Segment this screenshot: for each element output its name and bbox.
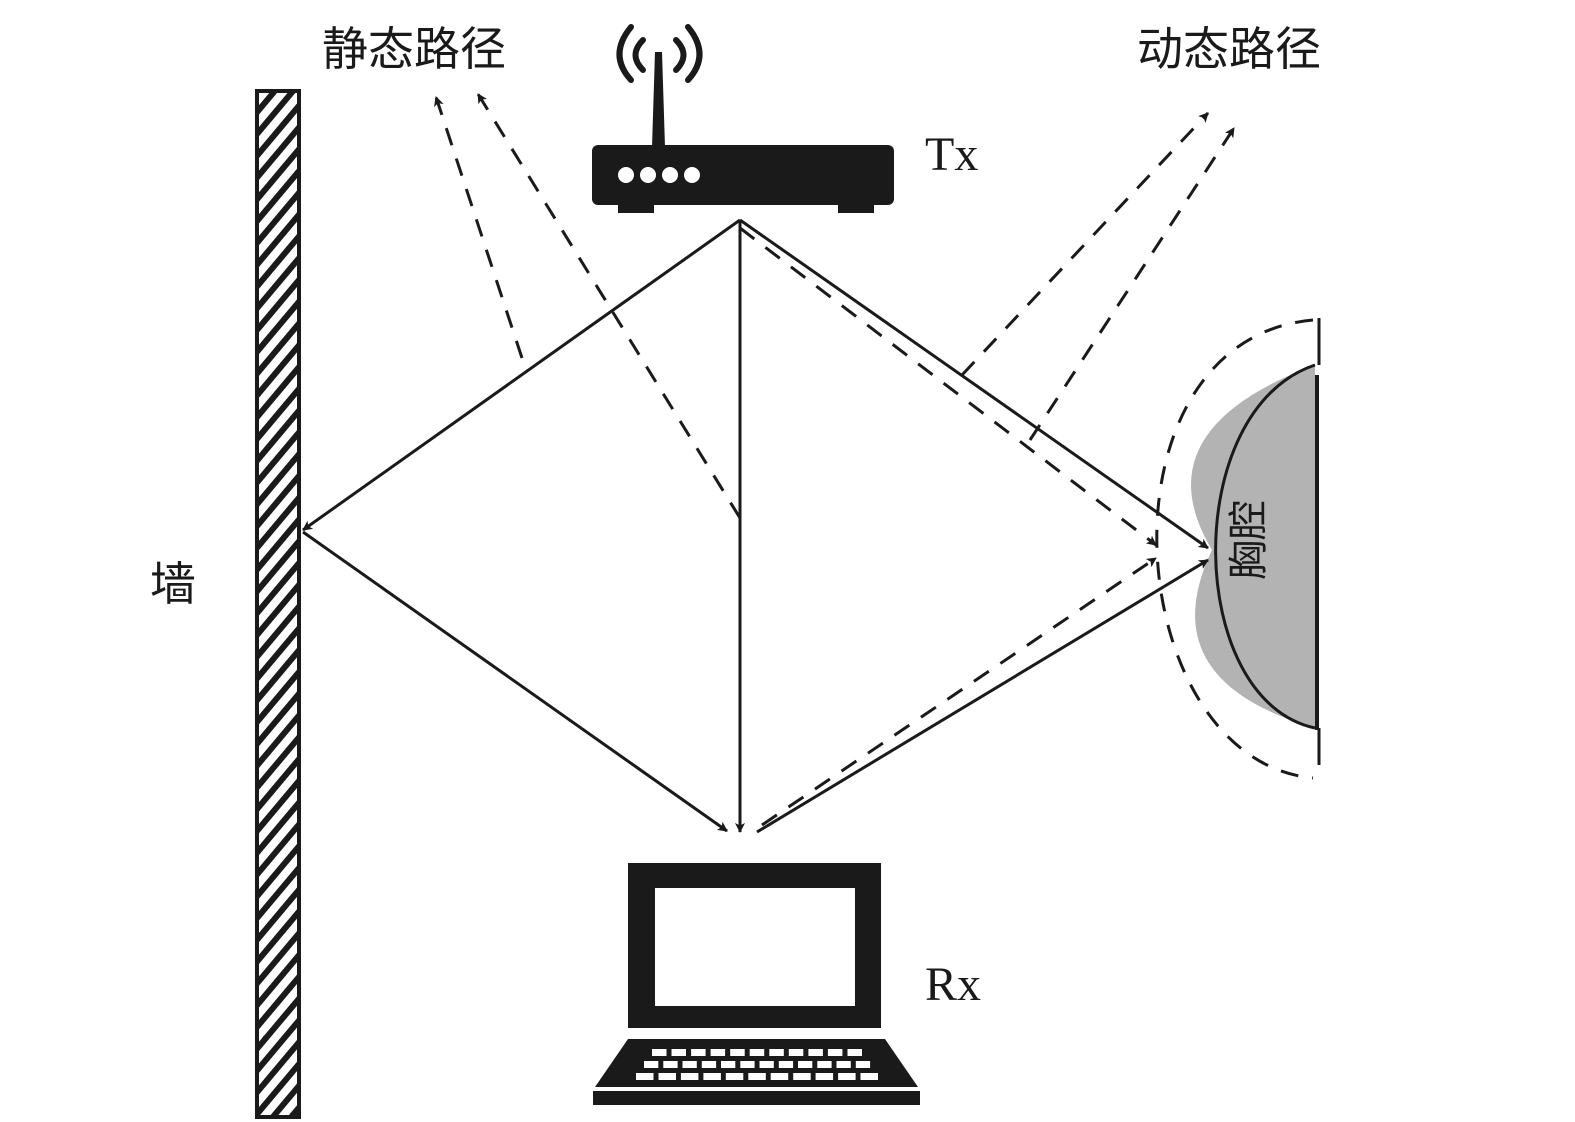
path-wall-to-rx	[302, 530, 728, 833]
laptop-key	[691, 1049, 706, 1056]
laptop-key	[710, 1049, 726, 1056]
laptop-base	[593, 1091, 920, 1105]
laptop-key	[827, 1049, 843, 1056]
laptop-key	[725, 1073, 744, 1080]
laptop-keys	[636, 1049, 878, 1080]
rx-label: Rx	[925, 958, 981, 1011]
laptop-key	[682, 1061, 697, 1068]
laptop-key	[847, 1049, 862, 1056]
laptop-key	[798, 1061, 813, 1068]
dynamic-path-arrow-2	[1028, 127, 1236, 441]
antenna-icon	[652, 52, 665, 147]
laptop-key	[663, 1061, 678, 1068]
laptop-key	[778, 1061, 794, 1068]
wifi-waves-icon	[616, 24, 703, 83]
path-tx-to-wall	[302, 218, 741, 532]
laptop-key	[749, 1049, 765, 1056]
laptop-screen	[655, 888, 855, 1006]
laptop-key	[855, 1061, 871, 1068]
chest: 胸腔	[1155, 318, 1321, 780]
laptop-icon	[593, 863, 920, 1105]
path-tx-to-chest	[739, 218, 1209, 550]
router-icon	[592, 24, 894, 213]
dashed-path-rx-to-chest-boundary	[761, 556, 1157, 827]
laptop-key	[788, 1049, 804, 1056]
laptop-key	[815, 1073, 834, 1080]
laptop-key	[860, 1073, 878, 1080]
laptop-key	[740, 1061, 755, 1068]
laptop-key	[636, 1073, 654, 1080]
wall-label: 墙	[150, 557, 196, 611]
tx-label: Tx	[925, 128, 978, 181]
laptop-key	[701, 1061, 717, 1068]
wall	[255, 89, 301, 1119]
laptop-key	[703, 1073, 721, 1080]
laptop-key	[730, 1049, 745, 1056]
laptop-key	[759, 1061, 774, 1068]
chest-motion-boundary	[1155, 318, 1314, 780]
laptop-key	[838, 1073, 856, 1080]
laptop-key	[644, 1061, 659, 1068]
laptop-key	[652, 1049, 667, 1056]
static-path-label: 静态路径	[322, 22, 506, 76]
router-body	[592, 145, 894, 205]
laptop-key	[671, 1049, 686, 1056]
path-rx-to-chest	[756, 558, 1209, 834]
router-led	[662, 167, 678, 183]
router-led	[684, 167, 700, 183]
laptop-key	[817, 1061, 832, 1068]
router-foot-right	[838, 203, 874, 213]
laptop-key	[658, 1073, 676, 1080]
chest-outline	[1214, 363, 1316, 730]
chest-label: 胸腔	[1226, 500, 1272, 580]
laptop-key	[748, 1073, 766, 1080]
router-led	[618, 167, 634, 183]
static-path-arrow-1	[434, 96, 524, 359]
laptop-key	[808, 1049, 823, 1056]
dynamic-path-arrow-1	[960, 111, 1210, 377]
laptop-key	[836, 1061, 851, 1068]
laptop-key	[721, 1061, 736, 1068]
laptop-key	[769, 1049, 784, 1056]
dynamic-path-label: 动态路径	[1137, 22, 1321, 76]
laptop-key	[680, 1073, 699, 1080]
dashed-path-tx-to-chest-boundary	[739, 226, 1157, 547]
wall-hatched-bar	[255, 89, 301, 1119]
laptop-key	[793, 1073, 811, 1080]
router-foot-left	[618, 203, 654, 213]
laptop-key	[770, 1073, 789, 1080]
router-led	[640, 167, 656, 183]
